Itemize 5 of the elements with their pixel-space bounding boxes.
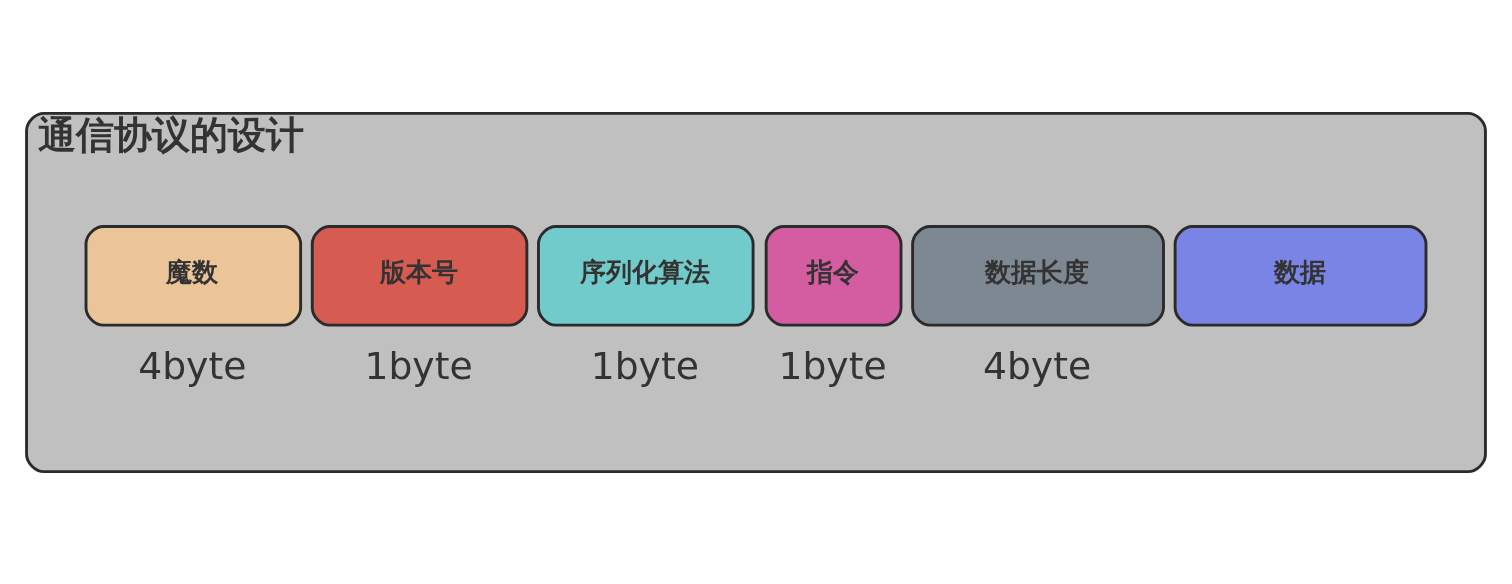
- node-label: 1byte: [778, 343, 887, 388]
- node-label: 1byte: [364, 343, 473, 388]
- node-label: 4byte: [138, 343, 247, 388]
- node-label: 1byte: [590, 343, 699, 388]
- node-label: 4byte: [982, 343, 1092, 388]
